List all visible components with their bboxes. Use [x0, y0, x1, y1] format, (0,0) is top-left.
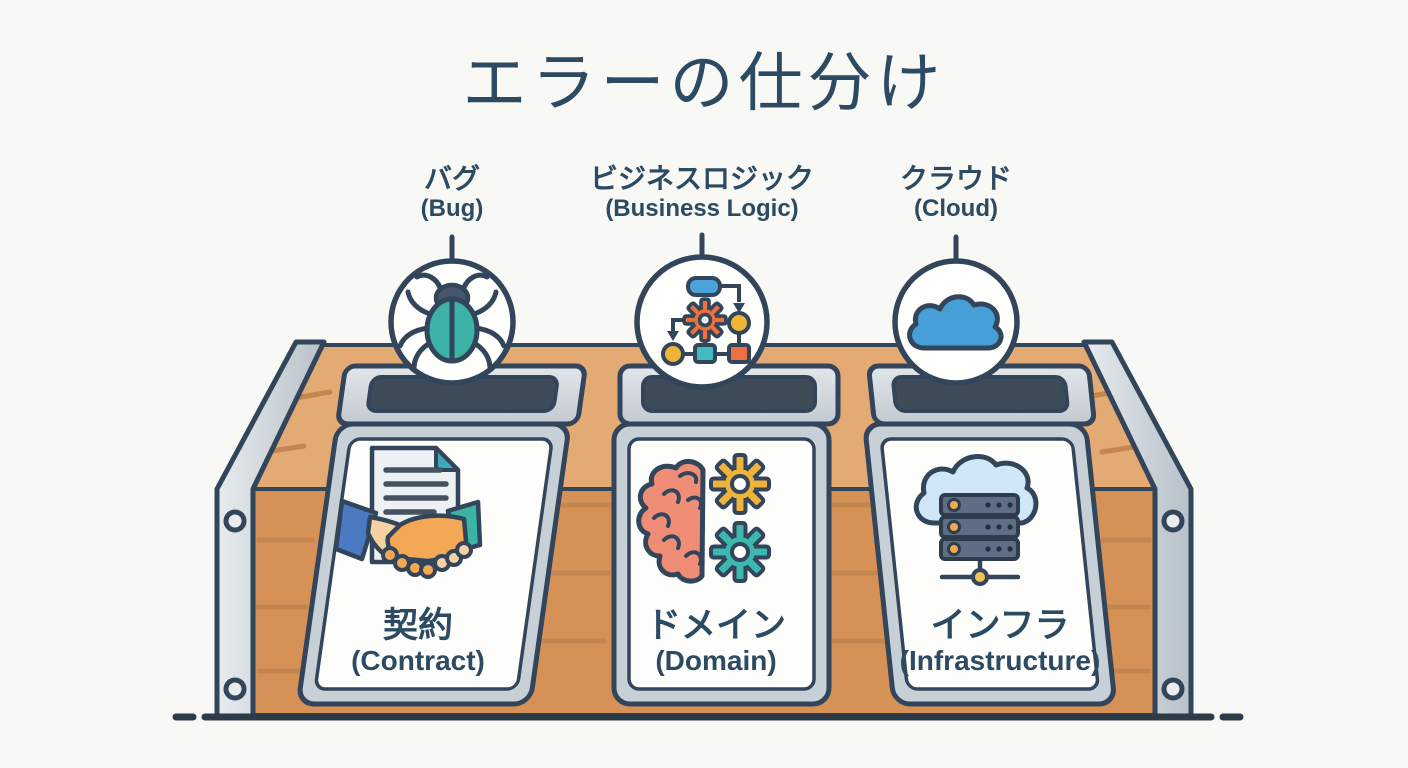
arrowhead — [667, 331, 679, 341]
bin-label-contract-jp: 契約 — [382, 606, 453, 645]
document-fold — [434, 446, 460, 472]
column-label-business-logic-jp: ビジネスロジック — [589, 163, 814, 194]
bin-label-contract: 契約 (Contract) — [268, 606, 568, 677]
gear-teal — [709, 521, 771, 583]
gear-yellow — [709, 453, 771, 515]
document-lines — [383, 467, 449, 515]
column-label-cloud-en: (Cloud) — [914, 195, 998, 223]
column-label-business-logic: ビジネスロジック (Business Logic) — [532, 163, 872, 223]
page-title: エラーの仕分け — [462, 47, 946, 119]
column-label-bug-jp: バグ — [423, 163, 480, 194]
network-node — [971, 568, 989, 586]
column-label-bug: バグ (Bug) — [282, 163, 622, 223]
server-lights — [947, 498, 961, 556]
bin-label-infrastructure: インフラ (Infrastructure) — [850, 606, 1150, 677]
brain-folds — [652, 471, 703, 566]
label-connectors — [449, 232, 959, 265]
flowchart-icon — [661, 276, 751, 366]
flow-node-square — [727, 343, 751, 364]
column-label-cloud: クラウド (Cloud) — [786, 163, 1126, 223]
fingers-light — [433, 541, 473, 572]
bin-slot — [891, 375, 1070, 413]
flow-gear — [682, 297, 728, 343]
brain-gears-icon — [636, 453, 771, 584]
arrowhead — [733, 303, 745, 313]
flow-node-circle — [661, 342, 685, 366]
server-stack — [939, 493, 1020, 561]
bin-label-infrastructure-jp: インフラ — [930, 606, 1070, 645]
server-dots — [985, 502, 1013, 552]
column-label-cloud-jp: クラウド — [899, 163, 1012, 194]
rivet-bolts — [223, 509, 1185, 701]
sleeve-left-blue — [333, 498, 379, 562]
flow-start-node — [686, 276, 722, 297]
bolt — [1161, 509, 1185, 533]
bin-label-domain-jp: ドメイン — [645, 606, 786, 645]
bolt — [223, 509, 247, 533]
plank-lines — [254, 389, 1152, 674]
bin-label-contract-en: (Contract) — [351, 645, 485, 677]
bolt — [223, 677, 247, 701]
bin-label-infrastructure-en: (Infrastructure) — [899, 645, 1101, 677]
bin-label-domain-en: (Domain) — [655, 645, 777, 677]
contract-handshake-icon — [333, 445, 483, 579]
column-label-bug-en: (Bug) — [420, 195, 484, 223]
bolt — [1161, 677, 1185, 701]
flow-node-circle — [727, 311, 751, 335]
column-label-business-logic-en: (Business Logic) — [605, 195, 799, 223]
flow-node-square — [693, 343, 717, 364]
cloud-server-icon — [913, 454, 1039, 586]
cloud-icon — [907, 294, 1004, 351]
bug-icon — [397, 272, 507, 371]
bin-label-domain: ドメイン (Domain) — [566, 606, 866, 677]
knuckles-orange — [381, 546, 437, 579]
